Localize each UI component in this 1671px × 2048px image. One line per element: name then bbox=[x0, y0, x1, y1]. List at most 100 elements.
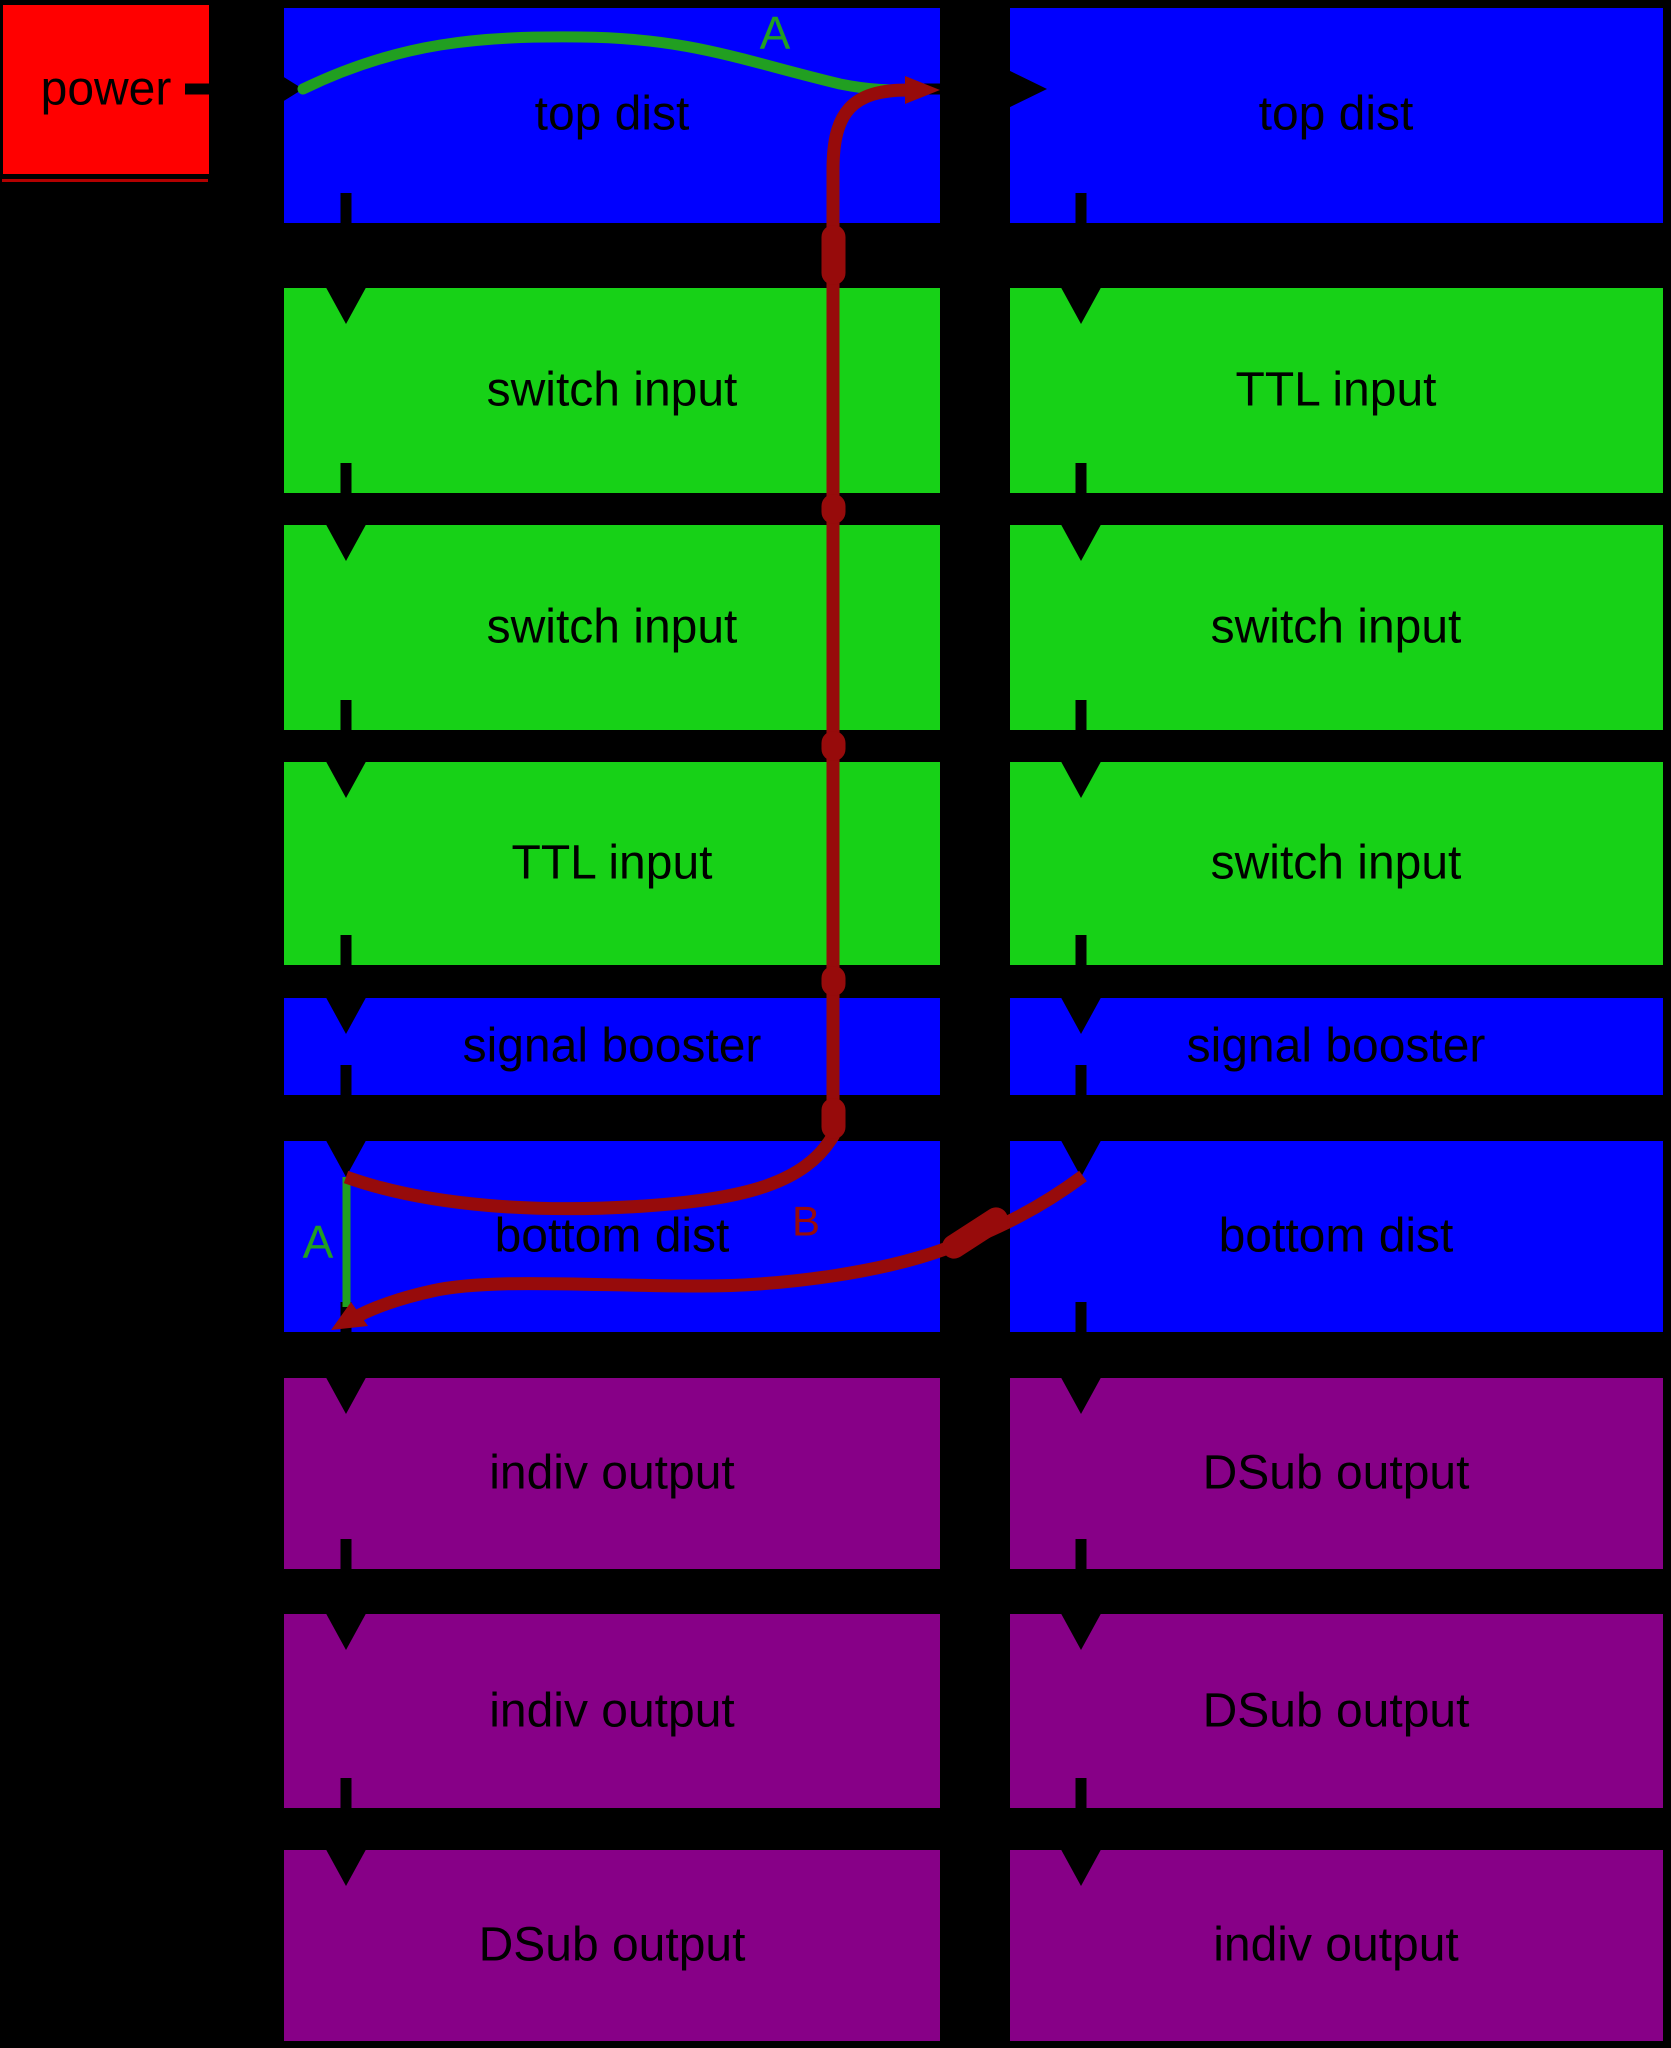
connector-tab bbox=[1075, 463, 1087, 493]
block-label: switch input bbox=[487, 364, 738, 417]
block-label: DSub output bbox=[1203, 1447, 1470, 1500]
connector-stub bbox=[185, 83, 209, 95]
block-left-indiv-output-2: indiv output bbox=[284, 1614, 940, 1808]
block-rect bbox=[1010, 1378, 1663, 1569]
block-left-dsub-output: DSub output bbox=[284, 1850, 940, 2041]
connector-notch bbox=[323, 1135, 369, 1177]
block-right-switch-input-2: switch input bbox=[1010, 762, 1663, 965]
feed-b-gap-capsule bbox=[821, 1098, 846, 1139]
block-label: DSub output bbox=[479, 1919, 746, 1972]
block-left-signal-booster: signal booster bbox=[284, 998, 940, 1095]
block-power: power bbox=[2, 5, 209, 182]
feed-a-top-label: A bbox=[760, 7, 791, 59]
connector-arrowhead bbox=[266, 66, 303, 112]
connector-notch bbox=[323, 519, 369, 561]
feed-b-gap-capsule bbox=[821, 494, 846, 524]
power-label: power bbox=[41, 63, 172, 116]
block-right-dsub-output-1: DSub output bbox=[1010, 1378, 1663, 1569]
block-label: switch input bbox=[1211, 837, 1462, 890]
block-label: indiv output bbox=[489, 1447, 735, 1500]
connector-tab bbox=[340, 463, 352, 493]
connector-notch bbox=[1058, 992, 1104, 1034]
block-rect bbox=[284, 1378, 940, 1569]
connector-tab bbox=[340, 700, 352, 730]
connector-tab bbox=[340, 1065, 352, 1095]
feed-a-top-curve bbox=[297, 31, 922, 96]
feed-b-arrowhead-top bbox=[905, 76, 940, 104]
block-rect bbox=[284, 1614, 940, 1808]
connectors bbox=[185, 66, 1104, 1886]
feed-b bbox=[331, 76, 1087, 1330]
block-label: indiv output bbox=[1213, 1919, 1459, 1972]
block-right-indiv-output: indiv output bbox=[1010, 1850, 1663, 2041]
block-rect bbox=[1010, 762, 1663, 965]
connector-tab bbox=[340, 935, 352, 965]
feed-b-label: B bbox=[792, 1198, 820, 1245]
connector-notch bbox=[323, 282, 369, 324]
block-label: switch input bbox=[487, 601, 738, 654]
block-label: DSub output bbox=[1203, 1685, 1470, 1738]
block-rect bbox=[1010, 288, 1663, 493]
connector-tab bbox=[1075, 1778, 1087, 1808]
block-label: signal booster bbox=[463, 1020, 762, 1073]
block-label: bottom dist bbox=[495, 1210, 730, 1263]
connector-arrowhead bbox=[1000, 66, 1047, 112]
connector-notch bbox=[323, 1844, 369, 1886]
block-rect bbox=[1010, 998, 1663, 1095]
block-label: TTL input bbox=[512, 837, 713, 890]
block-label: indiv output bbox=[489, 1685, 735, 1738]
power-block-underline bbox=[2, 179, 208, 182]
connector-notch bbox=[323, 1608, 369, 1650]
block-right-switch-input-1: switch input bbox=[1010, 525, 1663, 730]
connector-tab bbox=[340, 193, 352, 223]
feed-b-gap-capsule bbox=[942, 1207, 1008, 1259]
block-label: bottom dist bbox=[1219, 1210, 1454, 1263]
connector-notch bbox=[323, 1372, 369, 1414]
connector-notch bbox=[1058, 1372, 1104, 1414]
block-right-ttl-input: TTL input bbox=[1010, 288, 1663, 493]
block-label: top dist bbox=[1259, 88, 1414, 141]
power-block-rect bbox=[3, 5, 209, 174]
column-right: top dist TTL input switch input switch i… bbox=[1010, 8, 1663, 2041]
connector-tab bbox=[340, 1778, 352, 1808]
block-left-ttl-input: TTL input bbox=[284, 762, 940, 965]
feed-a bbox=[297, 31, 922, 1307]
feed-b-gap-capsule bbox=[821, 731, 846, 761]
connector-tab bbox=[1075, 1065, 1087, 1095]
block-label: TTL input bbox=[1236, 364, 1437, 417]
feed-b-gap-capsule bbox=[821, 225, 846, 285]
feed-b-gap-capsule bbox=[821, 966, 846, 996]
connector-notch bbox=[1058, 1608, 1104, 1650]
feed-a-bottom-label: A bbox=[303, 1216, 334, 1268]
feed-b-arrowhead-bottom bbox=[331, 1302, 368, 1330]
connector-tab bbox=[1075, 700, 1087, 730]
connector-notch bbox=[1058, 282, 1104, 324]
block-label: switch input bbox=[1211, 601, 1462, 654]
connector-tab bbox=[340, 1539, 352, 1569]
connector-tab bbox=[1075, 935, 1087, 965]
block-rect bbox=[284, 1850, 940, 2041]
block-right-dsub-output-2: DSub output bbox=[1010, 1614, 1663, 1808]
block-left-switch-input-2: switch input bbox=[284, 525, 940, 730]
connector-notch bbox=[323, 992, 369, 1034]
block-label: signal booster bbox=[1187, 1020, 1486, 1073]
connector-notch bbox=[323, 756, 369, 798]
column-left: top dist switch input switch input TTL i… bbox=[284, 8, 940, 2041]
block-rect bbox=[1010, 8, 1663, 223]
connector-tab bbox=[1075, 1302, 1087, 1332]
connector-notch bbox=[1058, 1844, 1104, 1886]
block-left-indiv-output-1: indiv output bbox=[284, 1378, 940, 1569]
feed-b-up-curve bbox=[343, 83, 909, 1216]
block-right-bottom-dist: bottom dist bbox=[1010, 1141, 1663, 1332]
connector-notch bbox=[1058, 756, 1104, 798]
block-rect bbox=[1010, 1850, 1663, 2041]
block-rect bbox=[1010, 1614, 1663, 1808]
block-right-signal-booster: signal booster bbox=[1010, 998, 1663, 1095]
block-label: top dist bbox=[535, 88, 690, 141]
block-rect bbox=[1010, 1141, 1663, 1332]
block-left-switch-input-1: switch input bbox=[284, 288, 940, 493]
connector-tab bbox=[1075, 1539, 1087, 1569]
connector-notch bbox=[1058, 1135, 1104, 1177]
